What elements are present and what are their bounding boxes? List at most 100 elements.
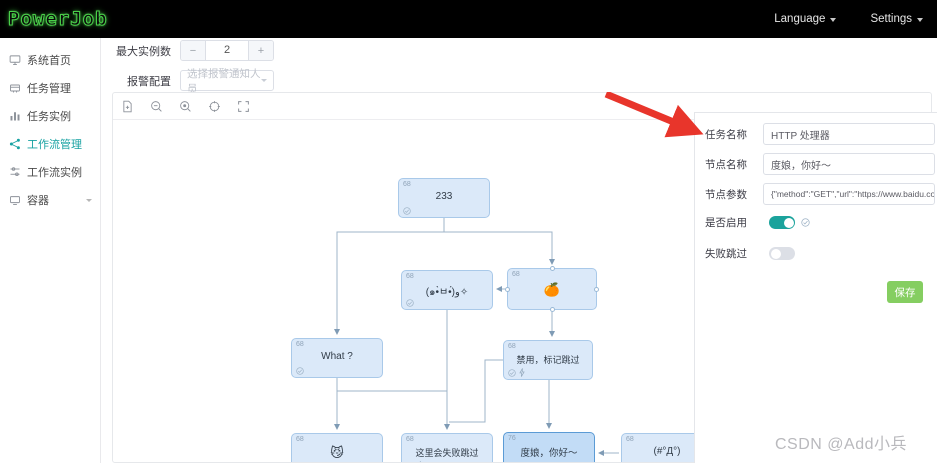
node-label: What ?	[321, 351, 353, 362]
sidebar-item-label: 工作流管理	[27, 139, 82, 151]
node-params-row: 节点参数 {"method":"GET","url":"https://www.…	[705, 183, 935, 205]
workflow-node[interactable]: 68 (๑•̀ㅂ•́)و✧	[401, 270, 493, 310]
node-footer	[296, 367, 304, 375]
alarm-config-placeholder: 选择报警通知人员	[187, 67, 261, 95]
task-icon	[10, 84, 20, 93]
toggle-knob	[783, 217, 794, 228]
workflow-node[interactable]: 68 What ?	[291, 338, 383, 378]
stepper-value[interactable]: 2	[223, 44, 231, 56]
node-label: 度娘，你好～	[520, 448, 578, 459]
save-button[interactable]: 保存	[887, 281, 923, 303]
header-menu-group: Language Settings	[774, 13, 923, 25]
node-name-row: 节点名称 度娘，你好～	[705, 153, 935, 175]
sidebar-item-container[interactable]: 容器	[0, 186, 100, 214]
skip-bolt-icon	[519, 368, 525, 377]
node-footer	[403, 207, 411, 215]
node-port-right[interactable]	[594, 287, 599, 292]
zoom-out-icon[interactable]	[150, 100, 163, 113]
sidebar-item-label: 任务管理	[27, 83, 71, 95]
add-node-icon[interactable]	[121, 100, 134, 113]
enable-toggle[interactable]	[769, 216, 795, 229]
workflow-node[interactable]: 68 这里会失败跳过	[401, 433, 493, 462]
workflow-form: 最大实例数 − 2 + 报警配置 选择报警通知人员	[101, 38, 937, 95]
sidebar-item-label: 工作流实例	[27, 167, 82, 179]
sidebar-item-home[interactable]: 系统首页	[0, 46, 100, 74]
stepper-minus-button[interactable]: −	[181, 41, 206, 60]
job-name-input[interactable]: HTTP 处理器	[763, 123, 935, 145]
job-name-label: 任务名称	[705, 128, 747, 141]
status-check-icon	[508, 368, 516, 377]
enable-toggle-row: 是否启用	[705, 215, 810, 230]
sidebar: 系统首页 任务管理 任务实例	[0, 38, 101, 463]
alarm-config-select[interactable]: 选择报警通知人员	[180, 68, 274, 95]
node-label: 233	[435, 191, 453, 202]
sidebar-item-task-manage[interactable]: 任务管理	[0, 74, 100, 102]
status-check-icon	[408, 461, 412, 462]
skip-on-failure-toggle[interactable]	[769, 247, 795, 260]
workflow-node-selected[interactable]: 76 度娘，你好～	[503, 432, 595, 462]
node-name-label: 节点名称	[705, 158, 747, 171]
node-params-input[interactable]: {"method":"GET","url":"https://www.baidu…	[763, 183, 935, 205]
sidebar-item-label: 任务实例	[27, 111, 71, 123]
status-check-icon	[406, 299, 414, 307]
skip-bolt-icon	[419, 461, 421, 462]
sidebar-item-workflow-manage[interactable]: 工作流管理	[0, 130, 100, 158]
node-id: 68	[403, 181, 411, 188]
max-instance-stepper[interactable]: − 2 +	[180, 40, 274, 61]
workflow-node[interactable]: 68 🍊	[505, 266, 599, 312]
chevron-down-icon	[830, 18, 837, 22]
node-label: 😼	[330, 445, 344, 460]
node-id: 68	[626, 436, 634, 443]
top-header-bar: PowerJob Language Settings	[0, 0, 937, 38]
node-label: (#°Д°)	[653, 446, 681, 457]
sidebar-item-workflow-instance[interactable]: 工作流实例	[0, 158, 100, 186]
max-instance-label: 最大实例数	[116, 45, 171, 58]
settings-menu[interactable]: Settings	[870, 13, 923, 25]
node-id: 68	[406, 436, 414, 443]
node-port-top[interactable]	[550, 266, 555, 271]
fit-view-icon[interactable]	[208, 100, 221, 113]
graph-edges	[334, 218, 619, 456]
node-id: 68	[512, 271, 520, 278]
node-id: 68	[296, 436, 304, 443]
monitor-icon	[9, 55, 21, 65]
sidebar-item-label: 系统首页	[27, 55, 71, 67]
fullscreen-icon[interactable]	[237, 100, 250, 113]
workflow-node[interactable]: 68 禁用，标记跳过	[503, 340, 593, 380]
node-label: 🍊	[543, 282, 561, 297]
job-name-row: 任务名称 HTTP 处理器	[705, 123, 935, 145]
node-id: 68	[508, 343, 516, 350]
node-name-input[interactable]: 度娘，你好～	[763, 153, 935, 175]
workflow-graph[interactable]: 68 233 68 (๑•̀ㅂ•́)و✧	[113, 120, 931, 462]
language-menu-label: Language	[774, 13, 826, 25]
powerjob-logo: PowerJob	[8, 8, 108, 31]
node-id: 76	[508, 435, 516, 442]
enable-toggle-label: 是否启用	[705, 217, 747, 229]
container-icon	[10, 196, 20, 205]
workflow-node[interactable]: 68 😼	[291, 433, 383, 462]
share-icon	[9, 138, 20, 150]
node-port-bottom[interactable]	[550, 307, 555, 312]
sidebar-item-task-instance[interactable]: 任务实例	[0, 102, 100, 130]
node-label: 禁用，标记跳过	[516, 355, 580, 365]
enabled-check-icon	[801, 218, 810, 227]
node-port-left[interactable]	[505, 287, 510, 292]
chevron-down-icon	[261, 79, 267, 82]
status-check-icon	[296, 367, 304, 375]
stepper-plus-button[interactable]: +	[248, 41, 273, 60]
node-footer	[406, 461, 423, 462]
node-id: 68	[296, 341, 304, 348]
language-menu[interactable]: Language	[774, 13, 837, 25]
node-label: (๑•̀ㅂ•́)و✧	[425, 287, 469, 298]
chevron-down-icon	[86, 198, 92, 202]
flow-icon	[10, 167, 20, 177]
bar-chart-icon	[10, 112, 20, 121]
workflow-node[interactable]: 68 233	[398, 178, 490, 218]
status-check-icon	[403, 207, 411, 215]
settings-menu-label: Settings	[870, 13, 912, 25]
alarm-config-row: 报警配置 选择报警通知人员	[109, 68, 274, 95]
zoom-in-icon[interactable]	[179, 100, 192, 113]
node-footer	[508, 368, 525, 377]
node-properties-panel: 任务名称 HTTP 处理器 节点名称 度娘，你好～ 节点参数 {"method"…	[694, 112, 937, 463]
csdn-watermark: CSDN @Add小兵	[775, 436, 907, 453]
